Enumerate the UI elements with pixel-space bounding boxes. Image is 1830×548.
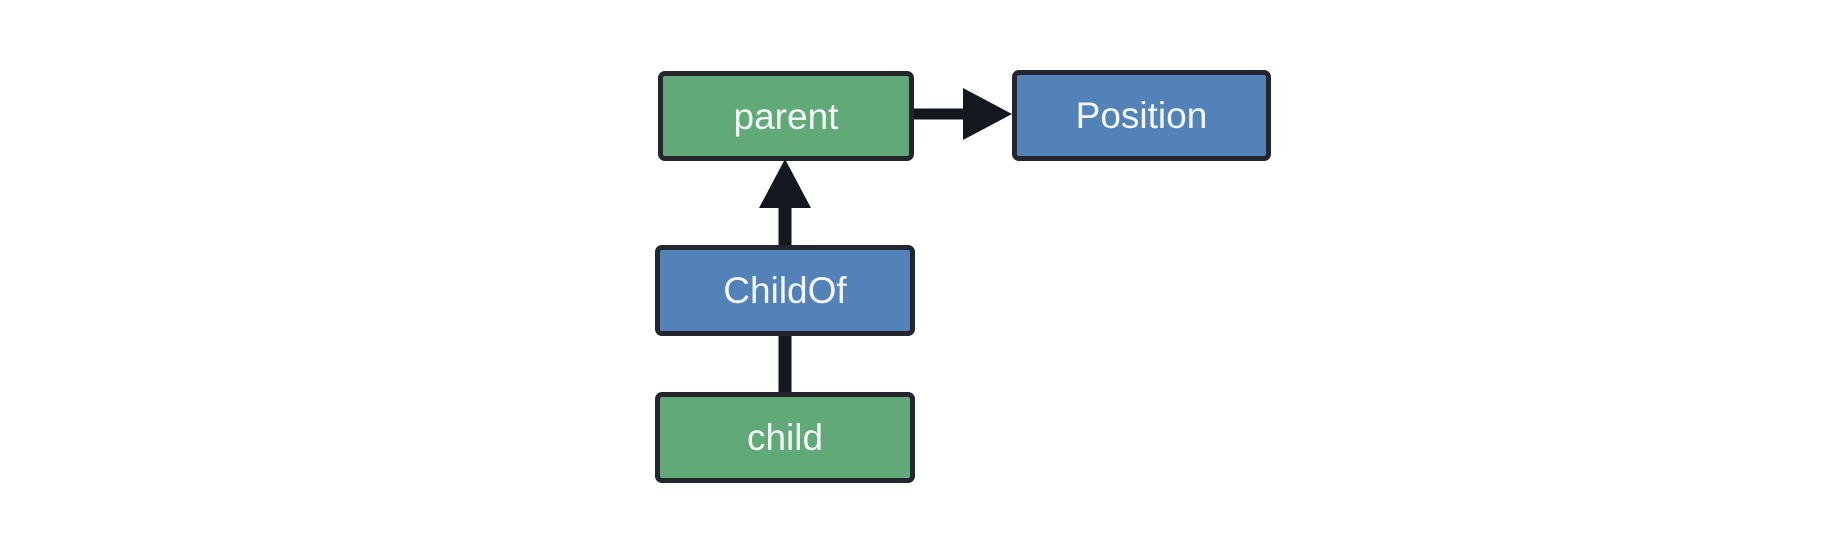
edge-childof-to-parent bbox=[759, 159, 811, 245]
node-child-label: child bbox=[746, 417, 824, 458]
node-childof-label: ChildOf bbox=[723, 270, 847, 311]
edge-parent-to-position-arrowhead bbox=[963, 88, 1012, 140]
node-parent-label: parent bbox=[733, 95, 839, 137]
node-position-label: Position bbox=[1075, 95, 1208, 136]
node-position[interactable]: Position bbox=[1012, 70, 1271, 161]
node-parent[interactable]: parent bbox=[658, 71, 914, 161]
edge-parent-to-position bbox=[914, 88, 1012, 140]
node-childof[interactable]: ChildOf bbox=[655, 245, 915, 336]
node-child[interactable]: child bbox=[655, 392, 915, 483]
edge-childof-to-parent-arrowhead bbox=[759, 159, 811, 208]
